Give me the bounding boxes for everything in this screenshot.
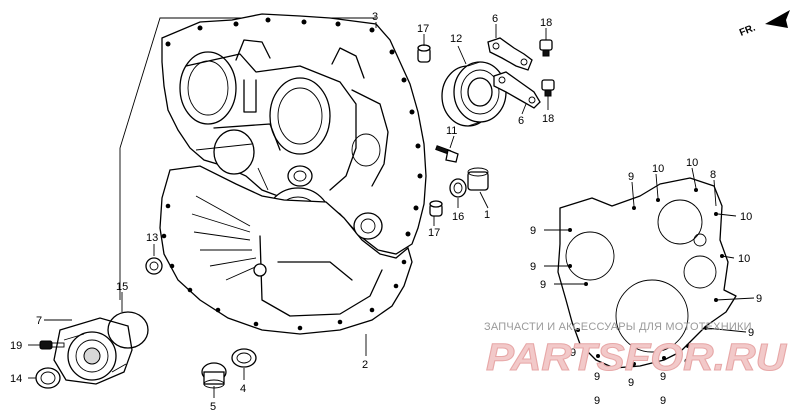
flange-bolt (435, 145, 459, 163)
callout-5: 5 (210, 401, 216, 412)
front-direction-label: FR. (738, 22, 757, 38)
callout-10: 10 (738, 253, 750, 265)
callout-2: 2 (362, 359, 368, 371)
watermark-caption: ЗАПЧАСТИ И АКСЕССУАРЫ ДЛЯ МОТОТЕХНИКИ (484, 321, 752, 333)
callout-9: 9 (628, 171, 634, 183)
retaining-plate-lower (493, 71, 541, 109)
bolt-lower (541, 79, 555, 97)
flange-bolt-holes (165, 17, 423, 237)
dowel-pin-lower (429, 200, 443, 217)
callout-9: 9 (748, 327, 754, 339)
callout-9: 9 (530, 261, 536, 273)
callout-9: 9 (660, 371, 666, 383)
oil-seal (35, 367, 61, 389)
callout-9: 9 (540, 279, 546, 291)
case-bolt-holes (161, 203, 407, 331)
callout-19: 19 (10, 340, 22, 352)
callout-11: 11 (446, 125, 457, 137)
callouts: 3 17 12 6 18 6 18 11 1 16 17 2 13 5 4 7 … (10, 11, 762, 412)
plug-5 (201, 362, 227, 389)
cover-bolt (39, 340, 65, 350)
o-ring (107, 311, 149, 349)
callout-15: 15 (116, 281, 128, 293)
callout-9: 9 (594, 395, 600, 407)
callout-10: 10 (652, 163, 664, 175)
callout-9: 9 (756, 293, 762, 305)
callout-9: 9 (530, 225, 536, 237)
callout-17-lower: 17 (428, 227, 440, 239)
callout-9: 9 (660, 395, 666, 407)
callout-12: 12 (450, 33, 462, 45)
seal-4 (231, 348, 257, 368)
callout-9: 9 (628, 377, 634, 389)
callout-9: 9 (570, 347, 576, 359)
callout-7: 7 (36, 315, 42, 327)
drain-plug (467, 167, 489, 191)
callout-13: 13 (146, 232, 158, 244)
bearing (441, 61, 507, 127)
side-cover-assembly (53, 317, 133, 385)
callout-16: 16 (452, 211, 464, 223)
callout-10: 10 (740, 211, 752, 223)
gasket-bolt-holes (568, 188, 724, 366)
leader-lines (28, 22, 755, 398)
transmission-housing (159, 13, 427, 335)
callout-8: 8 (710, 169, 716, 181)
small-plug (145, 257, 163, 275)
watermark: ЗАПЧАСТИ И АКСЕССУАРЫ ДЛЯ МОТОТЕХНИКИ PA… (484, 321, 788, 380)
dowel-pin-upper (417, 44, 431, 63)
front-direction-arrow: FR. (738, 10, 790, 39)
housing-gasket (557, 177, 737, 369)
sealing-washer (449, 178, 467, 198)
arrow-icon (765, 10, 790, 28)
bolt-upper (539, 39, 553, 57)
watermark-brand: PARTSFOR.RU (486, 337, 788, 379)
callout-6-upper: 6 (492, 13, 498, 25)
callout-9: 9 (594, 371, 600, 383)
retaining-plate-upper (487, 37, 533, 71)
callout-14: 14 (10, 373, 22, 385)
callout-4: 4 (240, 383, 246, 395)
callout-1: 1 (484, 209, 490, 221)
callout-18-lower: 18 (542, 113, 554, 125)
callout-6-lower: 6 (518, 115, 524, 127)
callout-3: 3 (372, 11, 378, 23)
callout-17-upper: 17 (417, 23, 429, 35)
callout-10: 10 (686, 157, 698, 169)
callout-18-upper: 18 (540, 17, 552, 29)
callout-9: 9 (684, 357, 690, 369)
